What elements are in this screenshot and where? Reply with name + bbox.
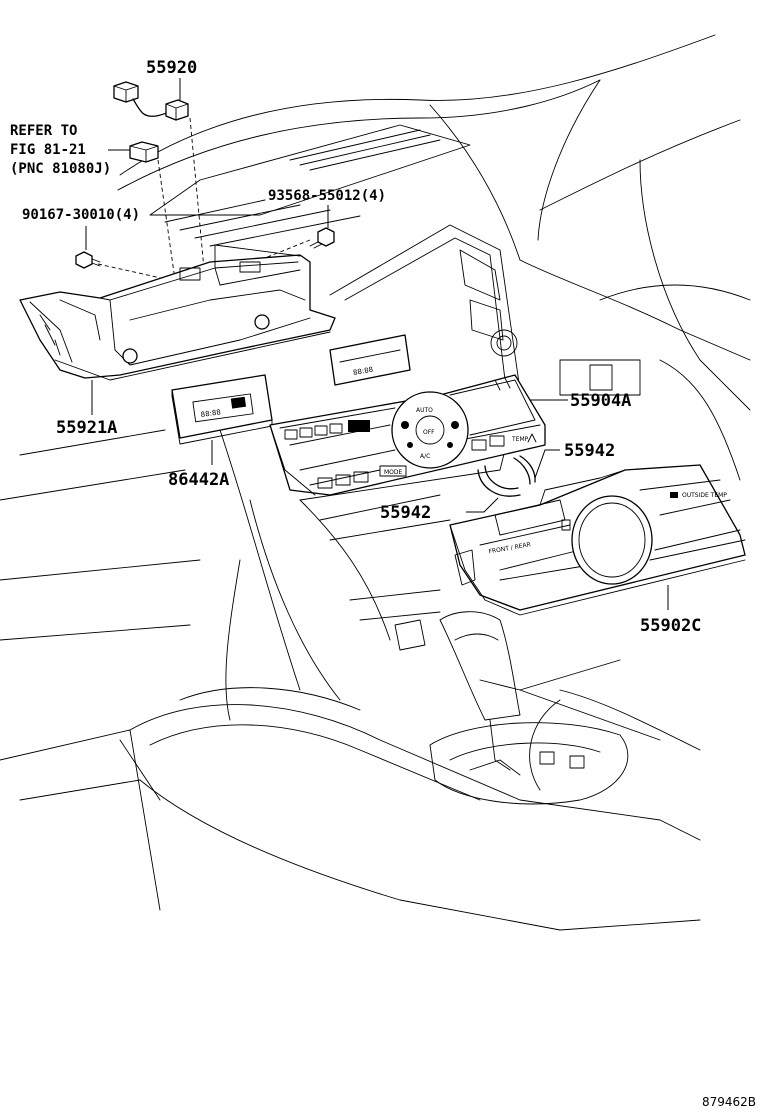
display-module: 88:88 bbox=[329, 334, 411, 386]
diagram-code: 879462B bbox=[702, 1095, 756, 1109]
auto-text: AUTO bbox=[416, 407, 433, 414]
label-90167-30010: 90167-30010(4) bbox=[22, 207, 140, 223]
part-86442a-display: 88:88 bbox=[171, 374, 273, 445]
label-86442a: 86442A bbox=[168, 470, 229, 490]
off-text: OFF bbox=[423, 429, 435, 436]
ac-text: A/C bbox=[420, 453, 430, 460]
label-93568-55012: 93568-55012(4) bbox=[268, 188, 386, 204]
screw-90167 bbox=[75, 251, 101, 269]
label-55921a: 55921A bbox=[56, 418, 117, 438]
label-55904a: 55904A bbox=[570, 391, 631, 411]
part-55920-connector bbox=[113, 81, 189, 121]
label-55902c: 55902C bbox=[640, 616, 701, 636]
part-55942-rings bbox=[477, 455, 536, 497]
label-refer-line3: (PNC 81080J) bbox=[10, 161, 111, 177]
svg-text:88:88: 88:88 bbox=[200, 408, 221, 419]
svg-text:88:88: 88:88 bbox=[352, 366, 373, 377]
part-55904a-control-panel: MODE AUTO OFF A/C TEMP bbox=[269, 374, 546, 496]
label-55942-right: 55942 bbox=[564, 441, 615, 461]
part-55921a-bezel bbox=[19, 244, 336, 381]
label-refer-line2: FIG 81-21 bbox=[10, 142, 86, 158]
part-81080j-connector bbox=[129, 141, 159, 163]
label-refer-line1: REFER TO bbox=[10, 123, 77, 139]
label-55942-left: 55942 bbox=[380, 503, 431, 523]
temp-text: TEMP bbox=[511, 436, 529, 443]
mode-button-text: MODE bbox=[384, 469, 403, 476]
outside-temp-text: OUTSIDE TEMP bbox=[682, 492, 727, 499]
screw-93568 bbox=[309, 227, 335, 249]
dashboard-outline bbox=[0, 34, 751, 931]
part-55902c-panel: OUTSIDE TEMP FRONT / REAR bbox=[449, 464, 746, 616]
label-55920: 55920 bbox=[146, 58, 197, 78]
